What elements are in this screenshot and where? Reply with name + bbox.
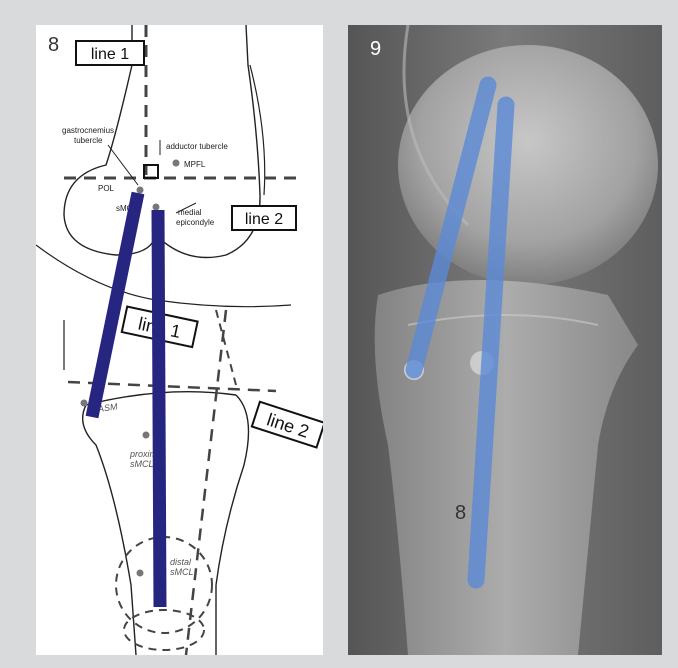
label-line2-right: line 2 xyxy=(245,211,283,228)
label-epicondyle: epicondyle xyxy=(176,218,215,227)
panel-number-8: 8 xyxy=(48,35,59,55)
label-adductor-tubercle: adductor tubercle xyxy=(166,142,228,151)
label-pol: POL xyxy=(98,184,115,193)
label-line1-top: line 1 xyxy=(91,46,129,63)
xray-inline-label: 8 xyxy=(455,503,466,523)
xray-image xyxy=(348,25,662,655)
label-tubercle: tubercle xyxy=(74,136,103,145)
graft-strand-2 xyxy=(158,210,160,607)
line-1-tibia xyxy=(186,310,226,655)
label-mpfl: MPFL xyxy=(184,160,206,169)
panel-9-xray: 9 8 xyxy=(348,25,662,655)
label-gastrocnemius: gastrocnemius xyxy=(62,126,114,135)
label-distal: distal xyxy=(170,557,192,567)
panel-number-9: 9 xyxy=(370,39,381,59)
label-medial: medial xyxy=(178,208,202,217)
knee-schematic: line 1 line 2 line 1 line 2 gastrocnemiu… xyxy=(36,25,323,655)
panel-8-diagram: line 1 line 2 line 1 line 2 gastrocnemiu… xyxy=(36,25,323,655)
label-smcl-prox: sMCL xyxy=(130,459,154,469)
label-smcl-distal: sMCL xyxy=(170,567,194,577)
